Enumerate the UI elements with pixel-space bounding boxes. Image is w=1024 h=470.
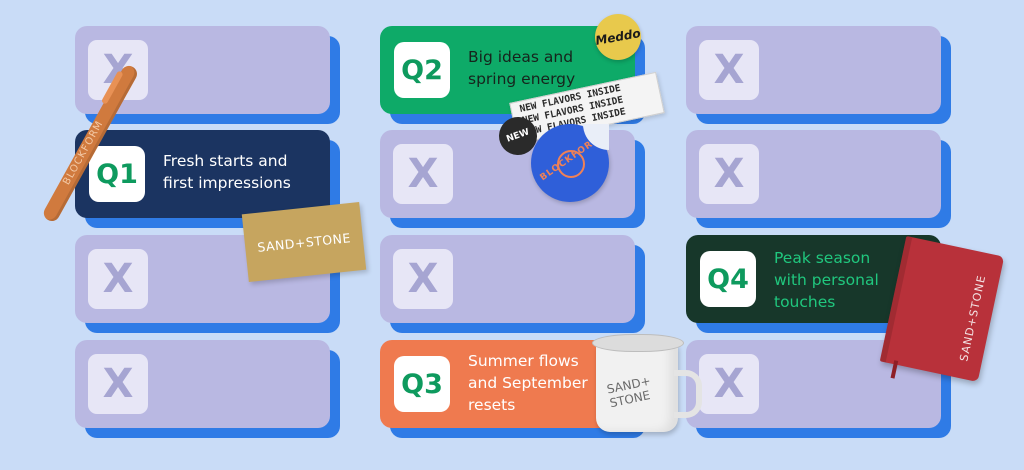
x-placeholder-icon: X — [699, 144, 759, 204]
business-card-image: SAND+STONE — [241, 202, 367, 282]
q2-label: Q2 — [394, 42, 450, 98]
x-placeholder-icon: X — [88, 354, 148, 414]
x-placeholder-icon: X — [699, 40, 759, 100]
q4-label: Q4 — [700, 251, 756, 307]
blockform-sticker: BLOCKFORM — [531, 124, 609, 202]
q1-label: Q1 — [89, 146, 145, 202]
empty-slot: X — [75, 26, 340, 124]
q3-label: Q3 — [394, 356, 450, 412]
q1-text: Fresh starts and first impressions — [163, 152, 291, 192]
empty-slot: X — [686, 26, 951, 124]
empty-slot: X — [686, 130, 951, 228]
q4-text: Peak season with personal touches — [774, 249, 879, 311]
q1-card: Q1 Fresh starts and first impressions — [75, 130, 340, 228]
x-placeholder-icon: X — [88, 249, 148, 309]
q3-text: Summer flows and September resets — [468, 352, 588, 414]
x-placeholder-icon: X — [699, 354, 759, 414]
empty-slot: X — [75, 235, 340, 333]
empty-slot: X — [75, 340, 340, 438]
q2-text: Big ideas and spring energy — [468, 48, 576, 88]
empty-slot: X — [380, 235, 645, 333]
x-placeholder-icon: X — [393, 144, 453, 204]
mug-image: SAND+ STONE — [592, 334, 702, 432]
x-placeholder-icon: X — [393, 249, 453, 309]
